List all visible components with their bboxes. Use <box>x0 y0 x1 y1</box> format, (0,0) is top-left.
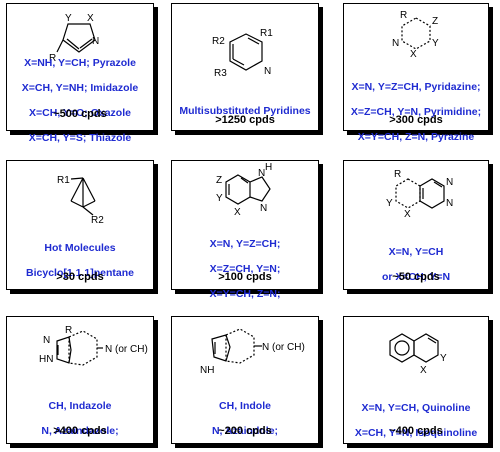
label-line: X=N, Y=Z=CH; <box>209 237 281 250</box>
label-line: X=CH, Y=NH; Imidazole <box>21 81 139 94</box>
label-line: Hot Molecules <box>44 241 116 254</box>
atom-n: N <box>264 66 271 77</box>
atom-y: Y <box>432 38 439 49</box>
compound-count: ~400 cpds <box>389 425 443 437</box>
atom-h: H <box>265 162 272 173</box>
label-line: X=Y=CH, Z=N, Pyrazine <box>357 130 475 143</box>
label-line: Bicyclo[1.1.1]pentane <box>26 266 134 279</box>
atom-hn: HN <box>39 354 53 365</box>
pyridine-structure: R1 R2 R3 N <box>212 28 273 79</box>
atom-r: R <box>65 325 72 336</box>
atom-r: R <box>49 53 56 64</box>
compound-count: ~500 cpds <box>53 108 107 120</box>
card-bicyclopentane: R1 R2 Hot Molecules Bicyclo[1.1.1]pentan… <box>6 160 154 290</box>
azole-structure: Y X N R <box>49 13 99 64</box>
label-line: X=CH, Y=N, Isoquinoline <box>354 426 478 439</box>
card-pyridopyrazines: R Y X N N X=N, Y=CH or X=CH, Y=N ~50 cpd… <box>343 160 489 290</box>
atom-n-lower: N <box>260 203 267 214</box>
label-line: Multisubstituted Pyridines <box>179 104 311 117</box>
compound-count: ~50 cpds <box>392 271 440 283</box>
atom-x: X <box>234 207 241 218</box>
label-line: X=Z=CH, Y=N; <box>209 262 281 275</box>
compound-count: >300 cpds <box>389 114 443 126</box>
label-line: or X=CH, Y=N <box>381 270 451 283</box>
atom-r: R <box>400 10 407 21</box>
pyridine-description: Multisubstituted Pyridines <box>172 92 318 130</box>
atom-n: N <box>43 335 50 346</box>
card-pyridines: R1 R2 R3 N Multisubstituted Pyridines >1… <box>171 3 319 131</box>
atom-n-upper: N <box>446 177 453 188</box>
card-indazoles: R N HN N (or CH) CH, Indazole N, Azainda… <box>6 316 154 444</box>
azole-descriptions: X=NH, Y=CH; Pyrazole X=CH, Y=NH; Imidazo… <box>7 44 153 157</box>
label-line: X=Y=CH, Z=N; <box>209 287 281 300</box>
quinoline-descriptions: X=N, Y=CH, Quinoline X=CH, Y=N, Isoquino… <box>344 389 488 452</box>
atom-n-or-ch: N (or CH) <box>262 342 305 353</box>
atom-y: Y <box>65 13 72 24</box>
compound-count: >30 cpds <box>56 271 104 283</box>
label-line: N, Azaindole; <box>211 424 279 437</box>
atom-nh: NH <box>200 365 214 376</box>
pyridopyrazine-descriptions: X=N, Y=CH or X=CH, Y=N <box>344 233 488 296</box>
label-line: X=N, Y=CH <box>388 245 444 258</box>
card-imidazopyridines: Z Y X N H N X=N, Y=Z=CH; X=Z=CH, Y=N; X=… <box>171 160 319 300</box>
compound-count: >1250 cpds <box>215 114 275 126</box>
atom-r1: R1 <box>260 28 273 39</box>
card-indoles: NH N (or CH) CH, Indole N, Azaindole; ~2… <box>171 316 319 444</box>
label-line: CH, Indazole <box>48 399 112 412</box>
atom-x: X <box>410 49 417 60</box>
indole-descriptions: CH, Indole N, Azaindole; <box>172 387 318 450</box>
label-line: X=CH, Y=O; Oxazole <box>29 106 131 119</box>
atom-r3: R3 <box>214 68 227 79</box>
label-line: X=CH, Y=S; Thiazole <box>28 131 132 144</box>
card-azoles: Y X N R X=NH, Y=CH; Pyrazole X=CH, Y=NH;… <box>6 3 154 144</box>
imidazo-fused-structure: Z Y X N H N <box>216 162 272 218</box>
atom-r2: R2 <box>91 215 104 226</box>
label-line: CH, Indole <box>219 399 271 412</box>
atom-r1: R1 <box>57 175 70 186</box>
diazine-descriptions: X=N, Y=Z=CH, Pyridazine; X=Z=CH, Y=N, Py… <box>344 68 488 156</box>
atom-r2: R2 <box>212 36 225 47</box>
atom-n-upper: N <box>258 168 265 179</box>
compound-count: ~200 cpds <box>218 425 272 437</box>
atom-n: N <box>92 36 99 47</box>
card-quinolines: X Y X=N, Y=CH, Quinoline X=CH, Y=N, Isoq… <box>343 316 489 444</box>
atom-y: Y <box>216 193 223 204</box>
atom-y: Y <box>440 353 447 364</box>
indole-structure: NH N (or CH) <box>200 328 305 376</box>
bicyclopentane-description: Hot Molecules Bicyclo[1.1.1]pentane <box>7 229 153 292</box>
bicyclopentane-structure: R1 R2 <box>57 175 104 226</box>
quinoline-structure: X Y <box>389 333 447 376</box>
atom-z: Z <box>216 175 222 186</box>
atom-y: Y <box>386 198 393 209</box>
pyridopyrazine-structure: R Y X N N <box>386 169 453 220</box>
atom-n: N <box>392 38 399 49</box>
atom-x: X <box>87 13 94 24</box>
card-diazines: R Z Y X N X=N, Y=Z=CH, Pyridazine; X=Z=C… <box>343 3 489 143</box>
label-line: X=Z=CH, Y=N, Pyrimidine; <box>350 105 482 118</box>
label-line: X=N, Y=CH, Quinoline <box>361 401 471 414</box>
label-line: N, Azaindazole; <box>41 424 119 437</box>
atom-x: X <box>420 365 427 376</box>
diazine-structure: R Z Y X N <box>392 10 439 60</box>
atom-n-or-ch: N (or CH) <box>105 344 148 355</box>
compound-count: >100 cpds <box>218 271 272 283</box>
imidazo-descriptions: X=N, Y=Z=CH; X=Z=CH, Y=N; X=Y=CH, Z=N; <box>172 225 318 313</box>
indazole-structure: R N HN N (or CH) <box>39 325 148 366</box>
compound-count: >400 cpds <box>53 425 107 437</box>
atom-x: X <box>404 209 411 220</box>
atom-n-lower: N <box>446 198 453 209</box>
atom-r: R <box>394 169 401 180</box>
atom-z: Z <box>432 16 438 27</box>
label-line: X=NH, Y=CH; Pyrazole <box>24 56 136 69</box>
label-line: X=N, Y=Z=CH, Pyridazine; <box>351 80 481 93</box>
indazole-descriptions: CH, Indazole N, Azaindazole; <box>7 387 153 450</box>
